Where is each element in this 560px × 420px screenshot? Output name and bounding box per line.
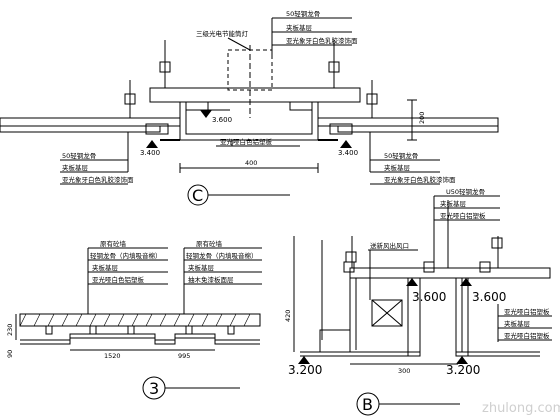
dim-90: 90 <box>6 350 14 358</box>
left-item-2: 夹板基层 <box>92 263 119 272</box>
b-label-plate: 亚光哑白铝塑板 <box>440 211 486 220</box>
level-marker-right: 3.400 <box>338 140 358 157</box>
main-beam <box>149 87 361 103</box>
right-item-1: 轻钢龙骨（内填吸音棉） <box>186 251 258 260</box>
left-item-1: 轻钢龙骨（内填吸音棉） <box>90 251 162 260</box>
detail-3-marker-text: 3 <box>149 379 159 398</box>
level-left-text: 3.400 <box>140 149 160 157</box>
b-level-4: 3.200 <box>446 363 480 377</box>
detail-b: 3.600 3.600 3.200 3.200 420 300 U50轻钢龙骨 … <box>284 187 552 416</box>
b-label-r1: 亚光哑白铝塑板 <box>504 307 550 316</box>
dim-width: 400 <box>179 159 319 173</box>
dim-995: 995 <box>178 352 190 360</box>
label-board-right: 夹板基层 <box>384 163 411 172</box>
b-level-2: 3.600 <box>472 290 506 304</box>
dim-230: 230 <box>6 324 14 336</box>
label-board-left: 夹板基层 <box>62 163 89 172</box>
label-keel-top: 50轻钢龙骨 <box>286 9 320 18</box>
b-label-r2: 夹板基层 <box>504 319 531 328</box>
left-item-3: 亚光哑白色铝塑板 <box>92 275 145 284</box>
b-label-vent: 送新风出风口 <box>370 241 409 250</box>
label-board-top: 夹板基层 <box>286 23 313 32</box>
level-center-text: 3.600 <box>212 116 232 124</box>
level-right-text: 3.400 <box>338 149 358 157</box>
ceiling-right <box>317 117 499 127</box>
label-paint-left: 亚光象牙白色乳胶漆饰面 <box>62 175 134 184</box>
label-lamp: 三级光电节能筒灯 <box>196 29 249 38</box>
right-item-2: 夹板基层 <box>188 263 215 272</box>
right-header: 原有砼墙 <box>196 239 223 248</box>
right-item-3: 抽木免漆板面层 <box>188 275 234 284</box>
b-level-1: 3.600 <box>412 290 446 304</box>
ceiling-left <box>0 117 181 127</box>
label-keel-right: 50轻钢龙骨 <box>384 151 418 160</box>
label-paint-top: 亚光象牙白色乳胶漆饰面 <box>286 36 358 45</box>
watermark: zhulong.com <box>482 401 560 416</box>
b-label-board: 夹板基层 <box>440 199 467 208</box>
dim-width-text: 400 <box>245 159 257 167</box>
label-paint-right: 亚光象牙白色乳胶漆饰面 <box>384 175 456 184</box>
b-label-u50: U50轻钢龙骨 <box>446 187 485 196</box>
b-level-3: 3.200 <box>288 363 322 377</box>
wall-band <box>19 313 261 327</box>
label-bottom-board: 亚光哑白色铝塑板 <box>220 137 273 146</box>
detail-3: 230 90 1520 995 原有砼墙 轻钢龙骨（内填吸音棉） 夹板基层 亚光… <box>6 239 262 400</box>
panel-profile <box>20 333 260 341</box>
dim-1520: 1520 <box>104 352 121 360</box>
vent-box <box>371 299 403 327</box>
b-dim-height: 420 <box>284 310 292 322</box>
hanger-rods <box>124 40 378 118</box>
dim-height: 200 <box>407 99 426 141</box>
left-header: 原有砼墙 <box>100 239 127 248</box>
detail-c: 3.600 3.400 3.400 400 200 50轻钢龙骨 <box>0 9 499 206</box>
studs <box>45 325 235 335</box>
b-label-r3: 亚光哑白铝塑板 <box>504 331 550 340</box>
detail-c-marker-text: C <box>192 186 203 205</box>
level-marker-center: 3.600 <box>200 109 232 124</box>
detail-b-marker-text: B <box>362 395 373 414</box>
b-slab <box>349 267 551 279</box>
level-marker-left: 3.400 <box>140 140 160 157</box>
b-dim-width: 300 <box>398 367 410 375</box>
label-keel-left: 50轻钢龙骨 <box>62 151 96 160</box>
dim-height-text: 200 <box>418 112 426 124</box>
